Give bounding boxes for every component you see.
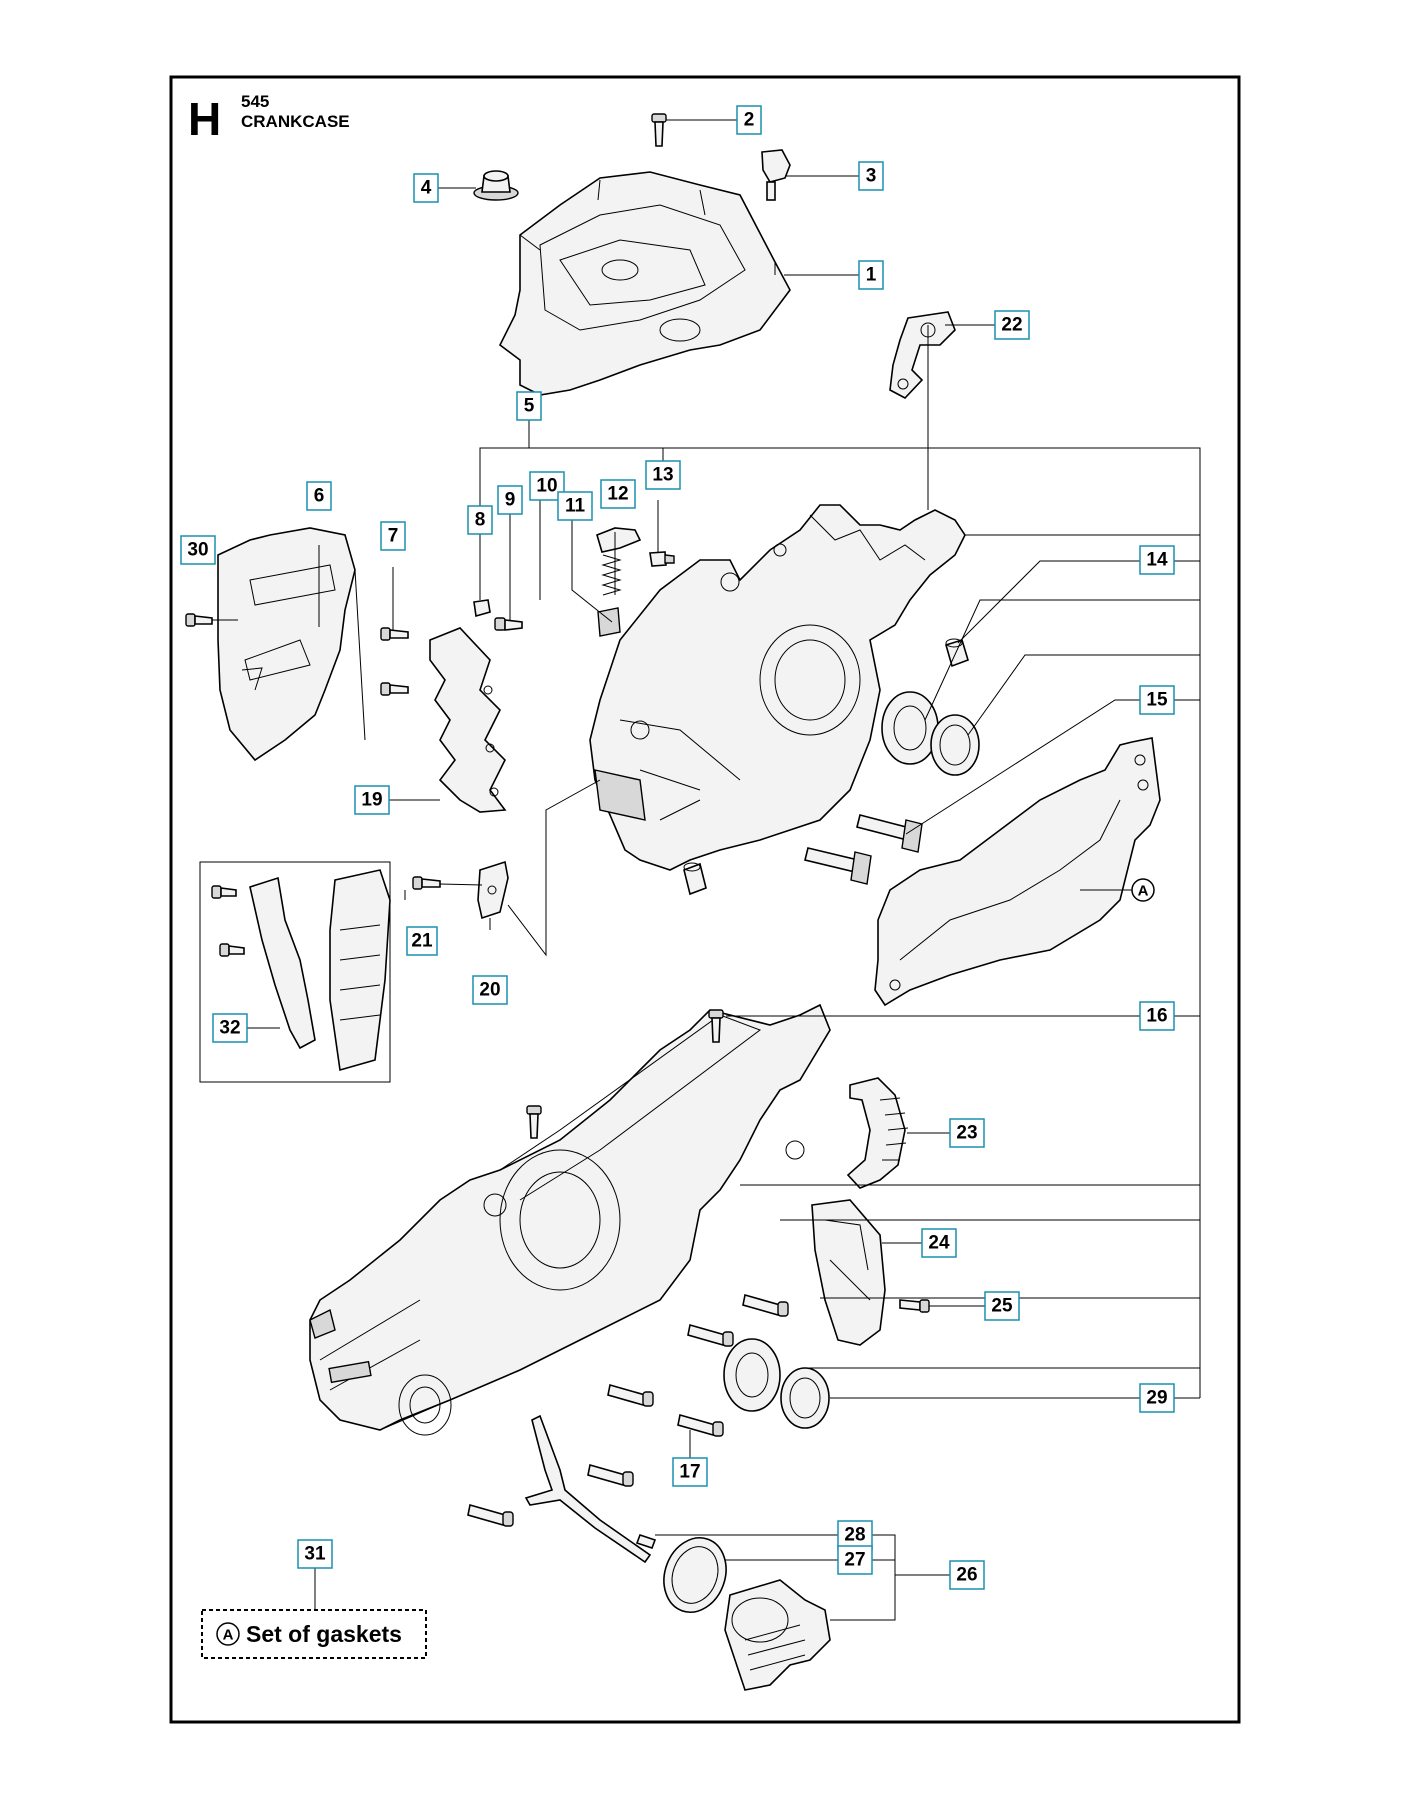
- callout-17: 17: [679, 1462, 700, 1483]
- part-24-cover: [811, 1199, 886, 1346]
- section-title: CRANKCASE: [241, 112, 350, 131]
- part-bearing-lower: [723, 1338, 781, 1412]
- callout-28: 28: [844, 1525, 865, 1546]
- callout-16: 16: [1146, 1006, 1167, 1027]
- part-crankcase-lower: [309, 1003, 831, 1436]
- callout-8: 8: [475, 510, 486, 531]
- part-2-screw: [651, 113, 667, 147]
- callout-7: 7: [388, 526, 399, 547]
- callout-23: 23: [956, 1123, 977, 1144]
- part-25-screw: [899, 1299, 930, 1313]
- legend-marker: A: [223, 1627, 234, 1644]
- callout-11: 11: [565, 496, 586, 517]
- callout-1: 1: [866, 265, 877, 286]
- part-a-gasket: [874, 737, 1161, 1007]
- part-14-sleeve-upper: [945, 638, 969, 668]
- part-8-plug: [473, 599, 491, 618]
- callout-26: 26: [956, 1565, 977, 1586]
- part-1-housing: [498, 171, 791, 396]
- part-21-screw: [412, 876, 441, 890]
- part-3-clamp: [761, 149, 791, 201]
- part-7-screws: [380, 627, 409, 696]
- part-26-pump: [724, 1579, 831, 1691]
- callout-27: 27: [844, 1550, 865, 1571]
- callout-30: 30: [187, 540, 208, 561]
- callout-4: 4: [421, 178, 432, 199]
- legend-label: Set of gaskets: [246, 1621, 402, 1647]
- model-number: 545: [241, 92, 269, 111]
- part-10-block: [597, 607, 621, 637]
- part-12-lever: [596, 527, 642, 553]
- callout-24: 24: [928, 1233, 950, 1254]
- callout-13: 13: [652, 465, 673, 486]
- part-16-screw-right: [708, 1009, 724, 1043]
- part-seal-upper: [930, 714, 980, 776]
- callout-21: 21: [411, 931, 433, 952]
- callout-14: 14: [1146, 550, 1168, 571]
- leader-lines: [212, 119, 1201, 1621]
- callout-29: 29: [1146, 1388, 1167, 1409]
- part-29-seal: [780, 1367, 830, 1429]
- callout-3: 3: [866, 166, 877, 187]
- part-19-bumper-spike: [429, 627, 507, 813]
- part-4-plug: [473, 170, 519, 201]
- part-crankcase-upper: [589, 504, 966, 871]
- diagram-frame: [169, 75, 1241, 1724]
- callout-10: 10: [536, 476, 557, 497]
- callout-22: 22: [1001, 315, 1022, 336]
- part-17-screws: [467, 1293, 789, 1527]
- part-27-oring: [663, 1537, 727, 1613]
- callout-5: 5: [524, 396, 535, 417]
- part-23-pad: [846, 1077, 909, 1189]
- legend-gasket-set: A Set of gaskets: [201, 1609, 427, 1659]
- part-28-pin: [635, 1533, 657, 1550]
- part-11-spring: [601, 554, 622, 596]
- part-9-pin: [494, 617, 523, 631]
- part-20-plate: [477, 860, 509, 920]
- callout-15: 15: [1146, 690, 1168, 711]
- callout-19: 19: [361, 790, 382, 811]
- part-16-screw-left: [526, 1105, 542, 1139]
- part-30-screw: [185, 613, 213, 627]
- callouts: 2 3 4 1 22 5 13 10 12 9 11 6 8 7 30 14 1…: [180, 105, 1175, 1590]
- part-fork-lever: [524, 1414, 652, 1564]
- callout-9: 9: [505, 490, 516, 511]
- callout-31: 31: [304, 1544, 326, 1565]
- callout-32: 32: [219, 1018, 240, 1039]
- part-13-screw: [649, 551, 675, 567]
- part-15-screw-lower: [804, 847, 872, 885]
- part-6-guard-plate: [217, 527, 356, 762]
- part-14-sleeve-lower: [683, 862, 707, 896]
- part-bearing-upper: [881, 691, 939, 765]
- section-letter: H: [188, 93, 221, 145]
- part-15-screw-upper: [856, 814, 923, 853]
- callout-25: 25: [991, 1296, 1013, 1317]
- callout-2: 2: [744, 110, 755, 131]
- callout-6: 6: [314, 486, 325, 507]
- callout-12: 12: [607, 484, 628, 505]
- inset-detail: [199, 861, 391, 1083]
- gasket-marker-circle: [1131, 878, 1155, 902]
- callout-20: 20: [479, 980, 500, 1001]
- gasket-marker-letter: A: [1138, 883, 1149, 900]
